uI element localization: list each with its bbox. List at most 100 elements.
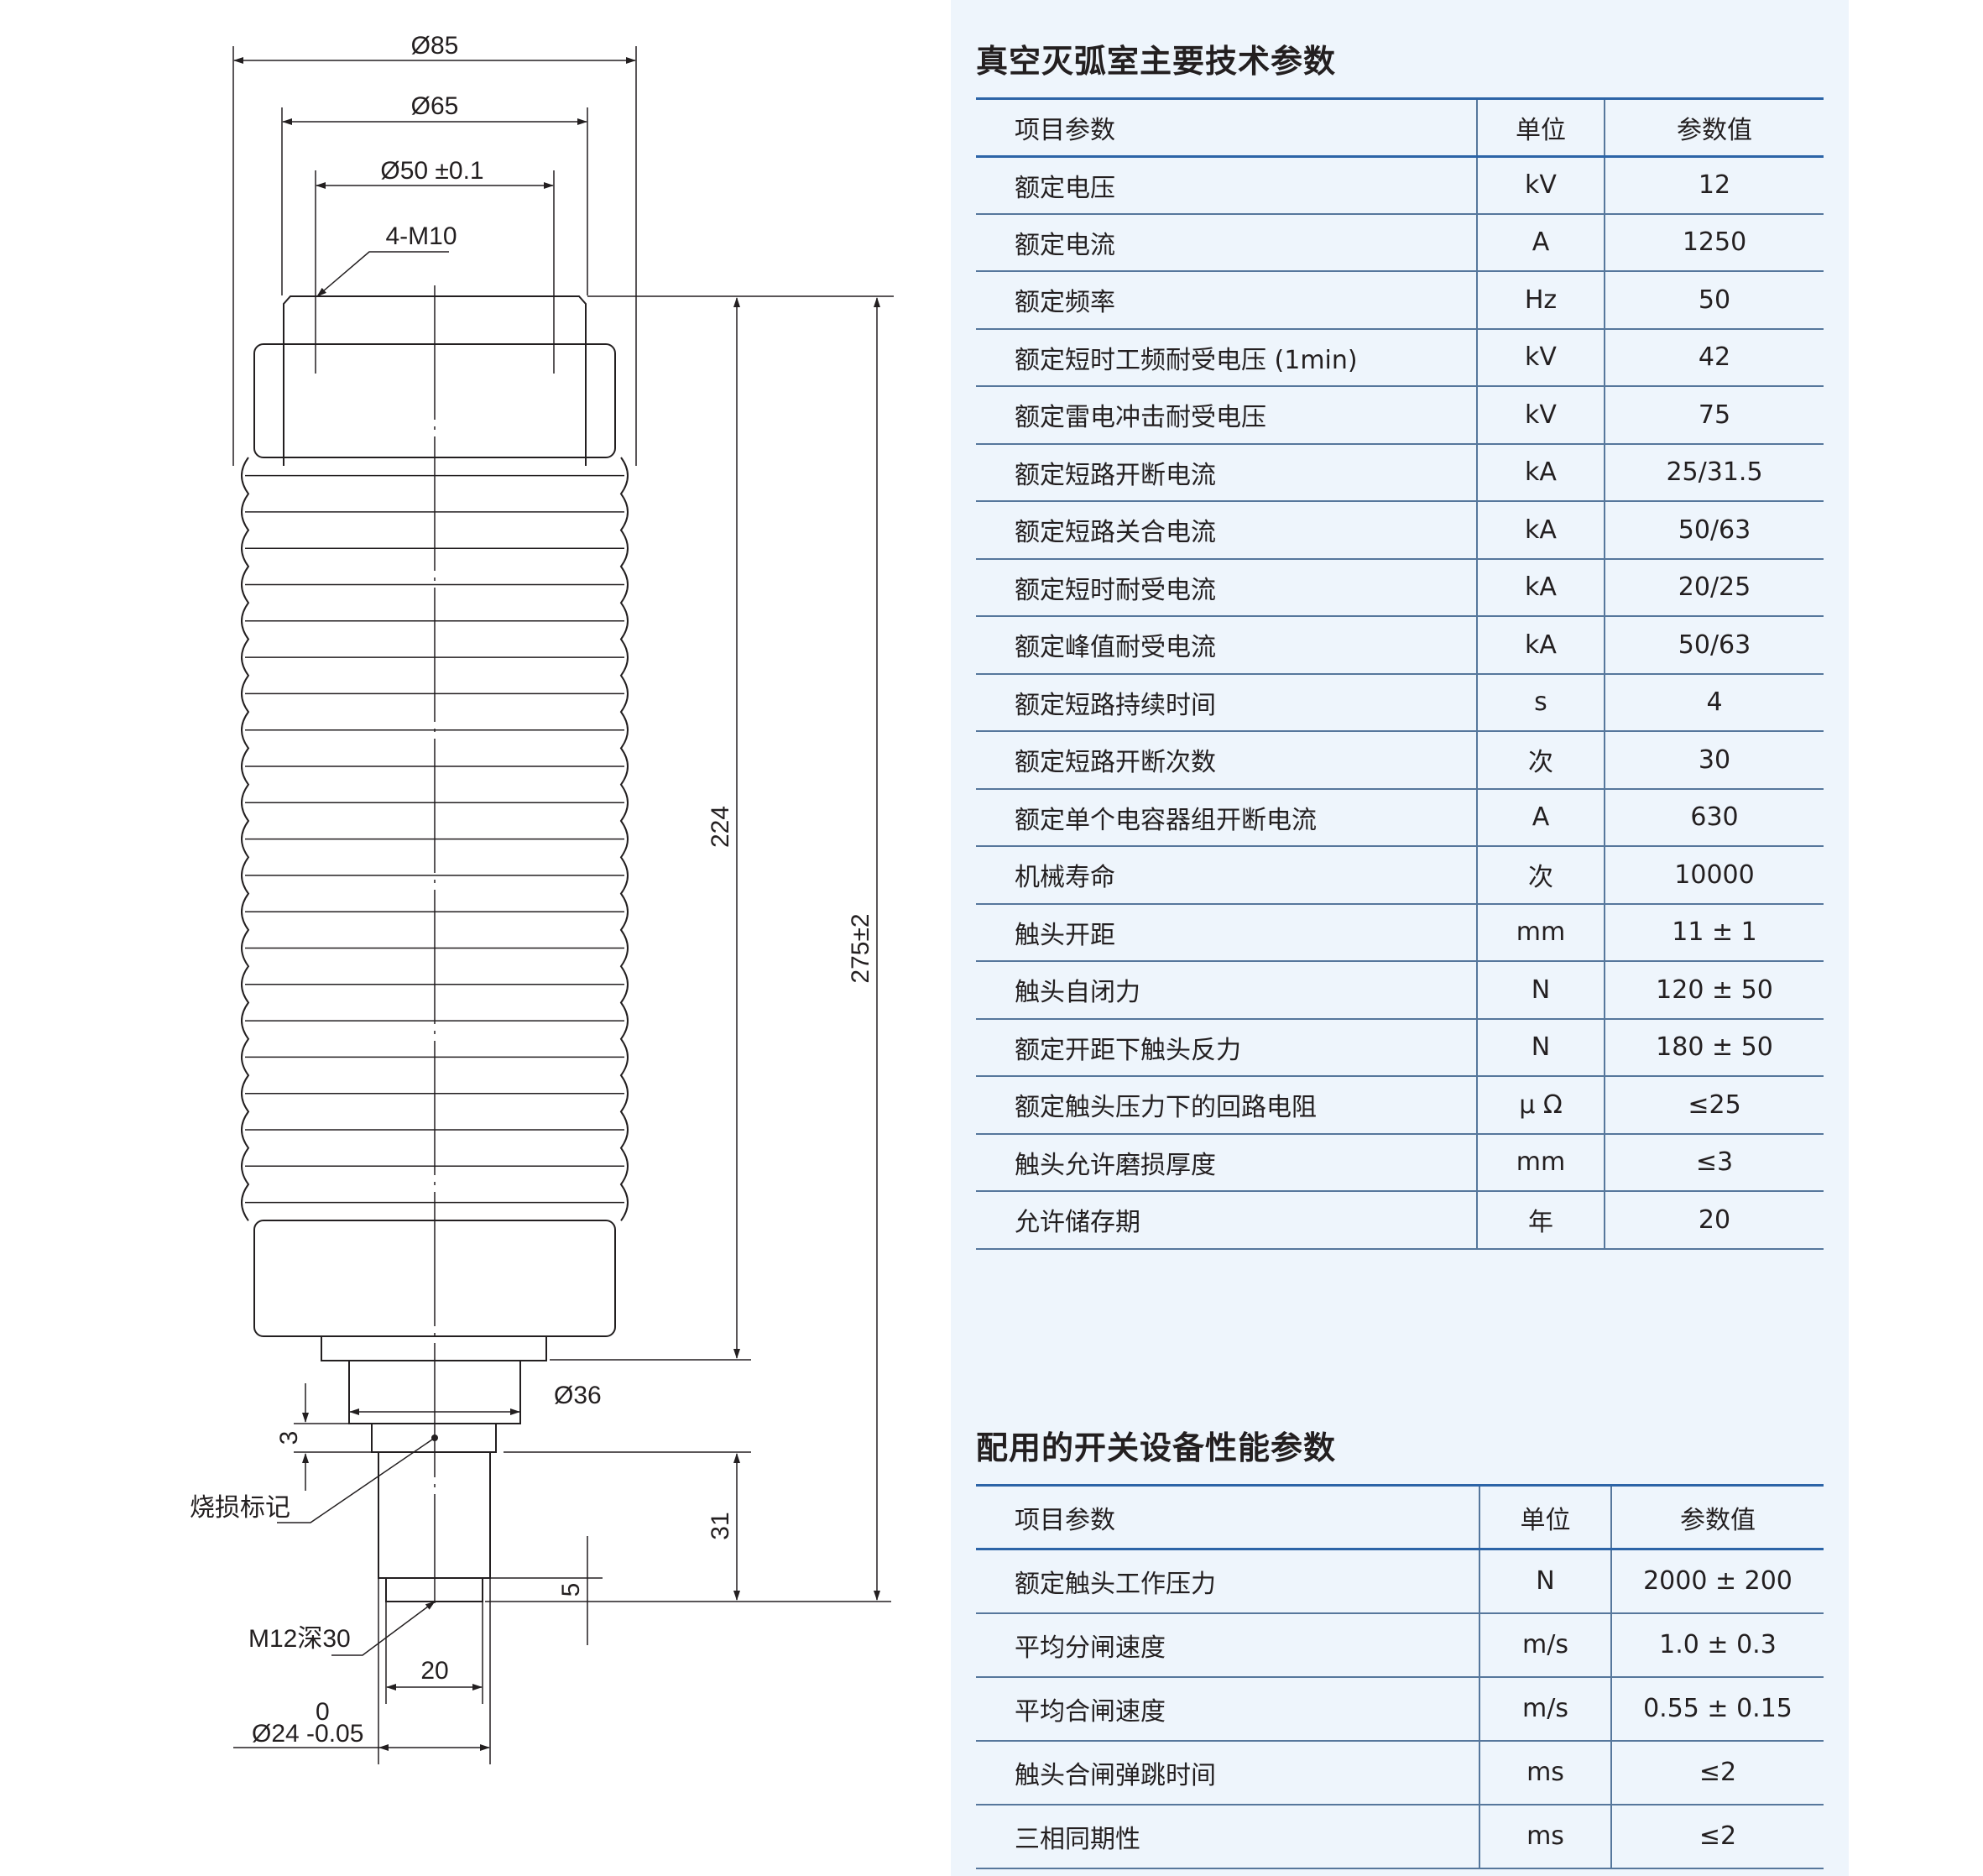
param-unit: N [1476,1018,1605,1077]
col-header-item: 项目参数 [976,1484,1479,1550]
dim-tol-upper: 0 [316,1698,330,1726]
param-value: 4 [1605,673,1824,732]
dim-224: 224 [707,806,734,848]
param-unit: m/s [1479,1612,1612,1678]
param-name: 额定触头压力下的回路电阻 [976,1076,1477,1135]
col-header-item: 项目参数 [976,97,1477,158]
param-value: 120 ± 50 [1605,961,1824,1020]
leader-burn-mark [277,1437,436,1523]
param-value: 50/63 [1605,501,1824,560]
param-name: 触头开距 [976,903,1477,962]
table1-title: 真空灭弧室主要技术参数 [976,43,1337,80]
leader-m12 [331,1601,436,1656]
param-value: 2000 ± 200 [1611,1549,1824,1614]
col-header-unit: 单位 [1476,97,1605,158]
param-name: 额定峰值耐受电流 [976,616,1477,675]
param-name: 额定雷电冲击耐受电压 [976,386,1477,445]
col-header-value: 参数值 [1605,97,1824,158]
interrupter-drawing: Ø85 Ø65 Ø50 ±0.1 4-M10 224 275±2 Ø36 3 烧… [190,32,894,1764]
param-unit: kA [1476,443,1605,502]
param-value: 20 [1605,1191,1824,1250]
param-unit: N [1479,1549,1612,1614]
dim-d36: Ø36 [554,1382,602,1409]
param-value: 1250 [1605,213,1824,272]
param-value: ≤2 [1611,1740,1824,1805]
param-name: 额定短路开断电流 [976,443,1477,502]
param-value: 180 ± 50 [1605,1018,1824,1077]
label-burn-mark: 烧损标记 [190,1494,290,1522]
param-unit: Hz [1476,271,1605,330]
param-unit: N [1476,961,1605,1020]
param-name: 额定短路持续时间 [976,673,1477,732]
dim-d85: Ø85 [411,32,459,60]
param-unit: s [1476,673,1605,732]
param-value: 20/25 [1605,558,1824,617]
param-name: 触头自闭力 [976,961,1477,1020]
dim-5: 5 [557,1583,585,1597]
param-unit: kV [1476,156,1605,215]
param-unit: mm [1476,903,1605,962]
param-name: 机械寿命 [976,846,1477,905]
col-header-value: 参数值 [1611,1484,1824,1550]
lower-flange [321,1335,547,1361]
param-name: 三相同期性 [976,1804,1479,1869]
param-value: 50 [1605,271,1824,330]
param-value: 25/31.5 [1605,443,1824,502]
dim-3: 3 [275,1431,303,1445]
table2-title: 配用的开关设备性能参数 [976,1429,1337,1466]
dim-275: 275±2 [847,913,874,983]
param-name: 额定短路开断次数 [976,731,1477,790]
param-value: 630 [1605,788,1824,847]
param-name: 额定触头工作压力 [976,1549,1479,1614]
param-name: 允许储存期 [976,1191,1477,1250]
dim-d50: Ø50 ±0.1 [380,157,483,185]
param-value: ≤3 [1605,1133,1824,1192]
col-header-unit: 单位 [1479,1484,1612,1550]
dim-d65: Ø65 [411,92,459,120]
dim-4m10: 4-M10 [385,222,457,250]
param-unit: μ Ω [1476,1076,1605,1135]
param-unit: kA [1476,501,1605,560]
param-name: 额定电流 [976,213,1477,272]
param-unit: kA [1476,616,1605,675]
param-value: ≤2 [1611,1804,1824,1869]
param-unit: A [1476,788,1605,847]
param-name: 额定开距下触头反力 [976,1018,1477,1077]
param-unit: 年 [1476,1191,1605,1250]
param-name: 额定短时工频耐受电压 (1min) [976,328,1477,387]
dim-31: 31 [707,1512,734,1539]
param-value: 1.0 ± 0.3 [1611,1612,1824,1678]
leader-4m10 [316,251,449,297]
param-value: 11 ± 1 [1605,903,1824,962]
param-unit: A [1476,213,1605,272]
param-unit: 次 [1476,731,1605,790]
param-unit: kV [1476,328,1605,387]
param-name: 平均合闸速度 [976,1676,1479,1742]
param-value: 10000 [1605,846,1824,905]
dim-20: 20 [420,1657,448,1685]
param-value: 42 [1605,328,1824,387]
param-name: 额定单个电容器组开断电流 [976,788,1477,847]
param-unit: mm [1476,1133,1605,1192]
param-unit: ms [1479,1740,1612,1805]
param-value: ≤25 [1605,1076,1824,1135]
param-value: 12 [1605,156,1824,215]
